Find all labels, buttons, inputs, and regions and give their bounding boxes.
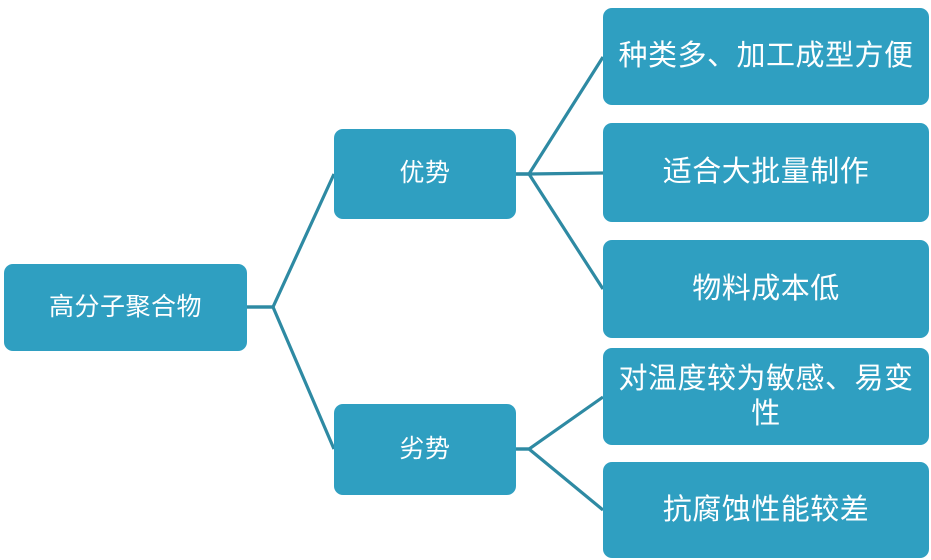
edge-root-to-branch-0 — [247, 173, 336, 309]
node-root-label: 高分子聚合物 — [48, 292, 202, 321]
edge-branch-1-to-leaf-3 — [516, 395, 604, 451]
edge-branch-1-to-leaf-4 — [516, 447, 605, 512]
node-leaf-poor-corrosion-resistance[interactable]: 抗腐蚀性能较差 — [603, 462, 929, 558]
node-leaf-low-material-cost[interactable]: 物料成本低 — [603, 240, 929, 338]
node-leaf-temperature-sensitive-label: 对温度较为敏感、易变性 — [618, 363, 914, 430]
node-branch-advantages-label: 优势 — [399, 159, 451, 188]
edge-root-to-branch-1 — [247, 305, 336, 450]
node-leaf-mass-production[interactable]: 适合大批量制作 — [603, 123, 929, 222]
node-leaf-poor-corrosion-resistance-label: 抗腐蚀性能较差 — [662, 493, 870, 526]
edge-branch-0-to-leaf-0 — [516, 56, 605, 176]
node-branch-disadvantages-label: 劣势 — [399, 434, 451, 463]
node-leaf-variety-easy-forming-label: 种类多、加工成型方便 — [618, 40, 914, 73]
node-branch-advantages[interactable]: 优势 — [334, 129, 516, 219]
edge-branch-0-to-leaf-2 — [516, 172, 605, 290]
node-leaf-mass-production-label: 适合大批量制作 — [662, 156, 870, 189]
node-leaf-low-material-cost-label: 物料成本低 — [692, 272, 840, 305]
node-root[interactable]: 高分子聚合物 — [4, 264, 247, 351]
node-branch-disadvantages[interactable]: 劣势 — [334, 404, 516, 495]
node-leaf-variety-easy-forming[interactable]: 种类多、加工成型方便 — [603, 8, 929, 105]
node-leaf-temperature-sensitive[interactable]: 对温度较为敏感、易变性 — [603, 348, 929, 445]
